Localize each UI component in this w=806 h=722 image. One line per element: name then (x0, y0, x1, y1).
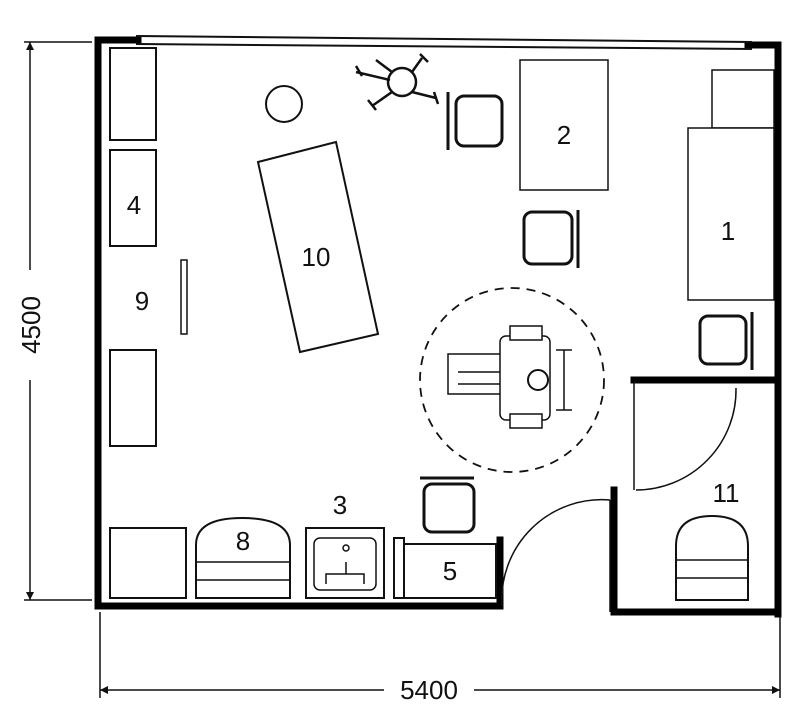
lamp-icon (354, 53, 440, 111)
left-cabinet-top (109, 47, 157, 141)
chair-top (446, 92, 504, 150)
chair-right (698, 312, 754, 370)
unit-1 (687, 127, 775, 301)
stool (265, 85, 303, 123)
shelf-top-right (711, 69, 775, 129)
dimension-width: 5400 (99, 612, 781, 706)
label-4: 4 (127, 190, 141, 220)
sink-3: 3 (305, 490, 385, 599)
chair-middle (522, 210, 580, 268)
label-8: 8 (236, 526, 250, 556)
label-2: 2 (557, 120, 571, 150)
dimension-height-label: 4500 (16, 296, 46, 354)
dimension-width-label: 5400 (400, 675, 458, 705)
label-5: 5 (443, 556, 457, 586)
cabinet-5 (403, 543, 497, 599)
walls (94, 35, 782, 618)
label-3: 3 (333, 490, 347, 520)
label-9: 9 (135, 286, 149, 316)
label-1: 1 (721, 216, 735, 246)
door-swing (501, 498, 611, 607)
rail-9 (180, 259, 188, 335)
unit-11: 11 (675, 478, 749, 601)
chair-bottom (420, 476, 476, 534)
cabinet-4 (109, 149, 157, 247)
label-11: 11 (713, 478, 740, 508)
cabinet-5-back (393, 537, 405, 599)
wheelchair-icon (419, 287, 605, 473)
table-10: 10 (256, 140, 380, 354)
label-10: 10 (302, 242, 331, 272)
unit-8: 8 (195, 516, 291, 599)
bottom-cabinet-left (109, 527, 187, 599)
left-cabinet-lower (109, 349, 157, 447)
door-swing-room11 (635, 387, 737, 491)
desk-2 (519, 59, 609, 191)
dimension-height: 4500 (14, 41, 92, 601)
